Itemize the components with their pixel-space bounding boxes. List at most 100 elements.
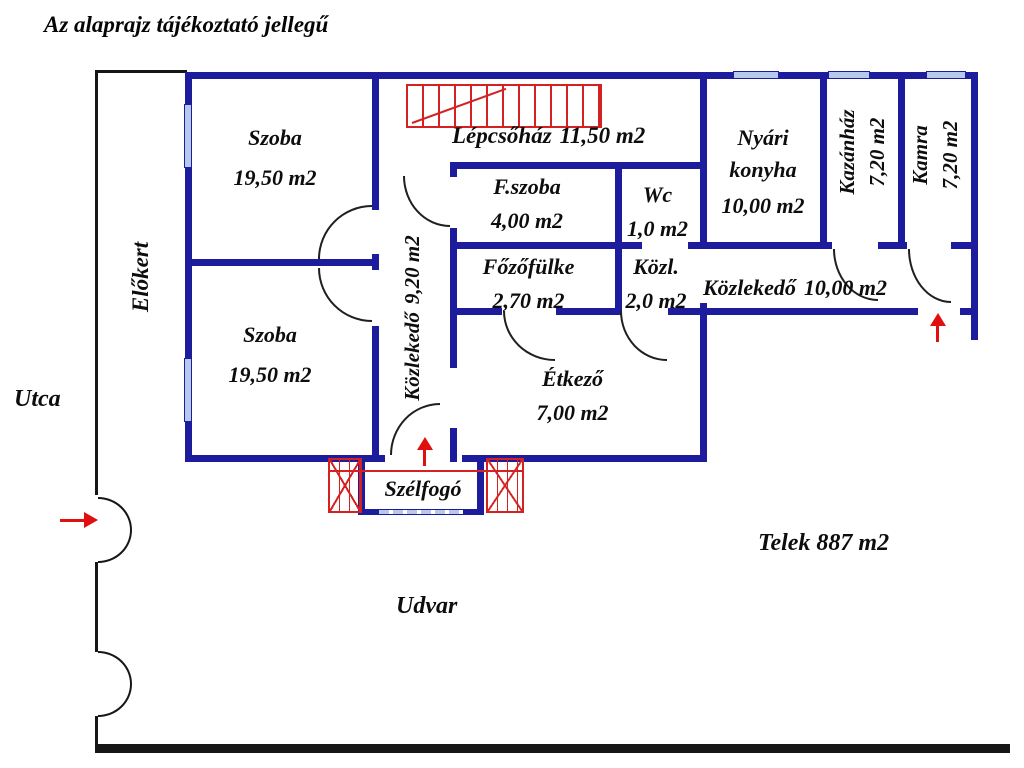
wall-right	[971, 72, 978, 340]
room-name: Kazánház	[835, 109, 859, 195]
wall-szoba-divider	[185, 259, 379, 266]
wall-etkezo-top-c	[668, 308, 707, 315]
room-area: 19,50 m2	[233, 165, 317, 190]
wall-left	[185, 72, 192, 462]
room-area: 2,0 m2	[625, 288, 687, 313]
room-area: 4,00 m2	[490, 208, 564, 233]
window-szoba-bottom	[184, 358, 192, 422]
room-label-text: Közlekedő 9,20 m2	[400, 235, 425, 401]
wall-etkezo-top-a	[450, 308, 502, 315]
wall-mid-vertical-b	[700, 303, 707, 462]
wall-konyha-kazanhaz-divider	[820, 72, 827, 249]
room-label-kozlekedo-vertical: Közlekedő 9,20 m2	[307, 218, 517, 418]
area-label-elokert: Előkert	[76, 212, 206, 342]
room-name: Lépcsőház	[452, 123, 552, 148]
room-area: 11,50 m2	[559, 123, 646, 148]
szelfogo-entrance-arrow-icon	[417, 437, 433, 450]
wall-y242-a	[450, 242, 642, 249]
street-entrance-arrow-shaft	[60, 519, 86, 522]
property-line-left-upper	[95, 70, 98, 495]
wall-corridor-east-a	[450, 162, 457, 177]
window-kamra	[926, 71, 966, 79]
window-szoba-top	[184, 104, 192, 168]
area-label-utca: Utca	[14, 386, 61, 412]
wall-szelfogo-bottom-r	[462, 509, 484, 515]
wall-corridor-west-a	[372, 72, 379, 210]
room-area: 10,00 m2	[721, 193, 805, 218]
property-line-left-middle	[95, 562, 98, 652]
wall-fszoba-wc-divider	[615, 162, 622, 249]
room-area: 10,00 m2	[803, 275, 888, 300]
room-label-text: Kamra 7,20 m2	[905, 121, 965, 190]
wall-y242-b	[688, 242, 707, 249]
entry-steps-edge-line	[328, 470, 524, 472]
wall-szelfogo-right	[477, 455, 484, 515]
property-line-left-lower	[95, 716, 98, 752]
room-name: Étkező	[541, 366, 604, 391]
wall-rightwing-y242-a	[707, 242, 832, 249]
area-label-telek: Telek 887 m2	[758, 530, 890, 556]
room-name: Közlekedő	[703, 275, 796, 300]
wall-szelfogo-bottom-l	[358, 509, 380, 515]
area-label-udvar: Udvar	[396, 593, 458, 619]
room-name: Wc	[642, 182, 673, 207]
door-arc-kamra	[908, 249, 951, 303]
room-name: Közlekedő	[399, 312, 424, 401]
room-label-szoba-bottom: Szoba 19,50 m2	[205, 315, 335, 395]
wall-stairhall-bottom	[450, 162, 707, 169]
wall-corridor-east-c	[450, 428, 457, 462]
wall-mid-vertical-a	[700, 72, 707, 248]
wall-corridor-h-bottom-b	[960, 308, 978, 315]
room-label-szelfogo: Szélfogó	[368, 476, 478, 502]
window-kazanhaz	[828, 71, 870, 79]
area-label-text: Előkert	[128, 241, 153, 313]
wall-etkezo-top-b	[556, 308, 618, 315]
entry-steps-right	[486, 458, 524, 513]
room-label-szoba-top: Szoba 19,50 m2	[210, 118, 340, 198]
gate-swing-arc-upper	[98, 497, 132, 563]
street-entrance-arrow-icon	[84, 512, 98, 528]
wall-rightwing-y242-c	[951, 242, 978, 249]
room-name: Szoba	[248, 125, 302, 150]
room-label-kozl: Közl. 2,0 m2	[612, 250, 700, 318]
room-name: Szélfogó	[384, 476, 462, 501]
room-name: Közl.	[633, 254, 679, 279]
wall-corridor-h-bottom-a	[707, 308, 918, 315]
room-name: Főzőfülke	[482, 254, 575, 279]
szelfogo-glazed-door	[378, 509, 464, 515]
room-label-lepcsohaz: Lépcsőház 11,50 m2	[452, 123, 645, 149]
door-arc-etkezo	[620, 311, 667, 361]
corridor-entrance-arrow-shaft	[936, 325, 939, 342]
entry-steps-left	[328, 458, 362, 513]
room-name: Kamra	[908, 125, 932, 185]
corridor-entrance-arrow-icon	[930, 313, 946, 326]
room-label-kozlekedo-horizontal: Közlekedő 10,00 m2	[703, 275, 887, 301]
wall-corridor-east-b	[450, 228, 457, 368]
room-area: 7,00 m2	[536, 400, 609, 425]
room-label-fszoba: F.szoba 4,00 m2	[462, 170, 592, 238]
wall-corridor-west-b	[372, 254, 379, 270]
room-area: 1,0 m2	[626, 216, 689, 241]
room-name: Nyári konyha	[729, 125, 797, 182]
wall-fozofulke-kozl-divider	[615, 242, 622, 315]
stairs-treads	[406, 84, 602, 128]
wall-bottom-left	[185, 455, 385, 462]
room-label-kamra: Kamra 7,20 m2	[860, 80, 1010, 230]
room-name: F.szoba	[493, 174, 561, 199]
gate-swing-arc-lower	[98, 651, 132, 717]
room-area: 2,70 m2	[492, 288, 565, 313]
room-area: 9,20 m2	[399, 235, 424, 305]
wall-rightwing-y242-b	[878, 242, 907, 249]
plan-disclaimer-title: Az alaprajz tájékoztató jellegű	[44, 12, 329, 37]
wall-kazanhaz-kamra-divider	[898, 72, 905, 249]
room-name: Szoba	[243, 322, 297, 347]
room-area: 7,20 m2	[938, 120, 962, 190]
property-line-top	[95, 70, 187, 73]
room-label-nyari-konyha: Nyári konyha 10,00 m2	[707, 122, 819, 226]
room-label-wc: Wc 1,0 m2	[615, 178, 700, 246]
room-area: 19,50 m2	[228, 362, 312, 387]
property-line-bottom	[95, 744, 1010, 753]
room-label-etkezo: Étkező 7,00 m2	[500, 362, 645, 430]
wall-bottom-mid	[462, 455, 707, 462]
